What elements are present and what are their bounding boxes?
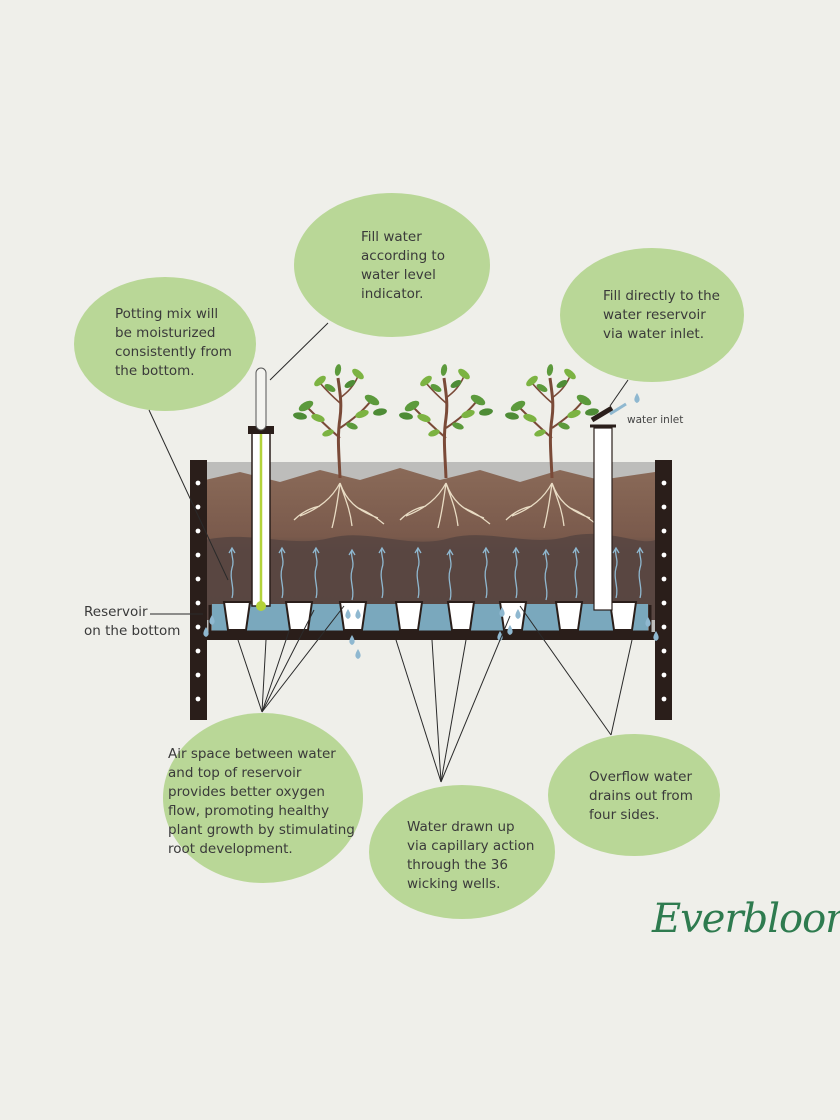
- callout-line: four sides.: [589, 807, 660, 823]
- brand-name: Everbloom: [652, 896, 840, 942]
- callout-capillary: Water drawn up via capillary action thro…: [407, 818, 534, 894]
- callout-line: consistently from: [115, 344, 232, 360]
- callout-line: Potting mix will: [115, 306, 219, 322]
- callout-line: and top of reservoir: [168, 765, 302, 781]
- callout-line: flow, promoting healthy: [168, 803, 330, 819]
- callout-line: Fill water: [361, 229, 422, 245]
- callout-line: Fill directly to the: [603, 288, 720, 304]
- water-inlet-pipe: [590, 393, 640, 611]
- bubble-potting-mix: [74, 277, 256, 411]
- callout-line: be moisturized: [115, 325, 216, 341]
- callout-line: indicator.: [361, 286, 424, 302]
- bubble-fill-inlet: [560, 248, 744, 382]
- bubble-air-space: [163, 713, 363, 883]
- callout-line: plant growth by stimulating: [168, 822, 355, 838]
- callout-line: the bottom.: [115, 363, 195, 379]
- callout-line: via capillary action: [407, 838, 535, 854]
- callout-fill-inlet: Fill directly to the water reservoir via…: [603, 287, 720, 344]
- water-reservoir: [212, 604, 648, 632]
- reservoir-label: Reservoir on the bottom: [84, 603, 180, 641]
- callout-line: water reservoir: [603, 307, 706, 323]
- planter: [205, 462, 655, 640]
- callout-line: via water inlet.: [603, 326, 705, 342]
- leader-lines: [148, 322, 633, 783]
- callout-line: according to: [361, 248, 445, 264]
- bubble-fill-indicator: [294, 193, 490, 337]
- reservoir-label-line: Reservoir: [84, 604, 148, 620]
- callout-line: Air space between water: [168, 746, 336, 762]
- callout-line: drains out from: [589, 788, 693, 804]
- callout-potting-mix: Potting mix will be moisturized consiste…: [115, 305, 232, 381]
- callout-line: Overflow water: [589, 769, 693, 785]
- callout-overflow: Overflow water drains out from four side…: [589, 768, 693, 825]
- bubble-capillary: [369, 785, 555, 919]
- callout-line: water level: [361, 267, 436, 283]
- callout-bubbles: [74, 193, 744, 919]
- water-level-indicator: [248, 367, 274, 611]
- bubble-overflow: [548, 734, 720, 856]
- callout-line: root development.: [168, 841, 293, 857]
- callout-line: provides better oxygen: [168, 784, 325, 800]
- callout-air-space: Air space between water and top of reser…: [168, 745, 355, 859]
- water-inlet-label: water inlet: [627, 414, 684, 426]
- brand-logo: Everbloom®: [652, 896, 840, 942]
- callout-line: through the 36: [407, 857, 508, 873]
- callout-fill-indicator: Fill water according to water level indi…: [361, 228, 445, 304]
- planter-frame: [190, 460, 672, 720]
- reservoir-label-line: on the bottom: [84, 623, 181, 639]
- callout-line: wicking wells.: [407, 876, 501, 892]
- soil-deep-layer: [205, 533, 655, 620]
- callout-line: Water drawn up: [407, 819, 515, 835]
